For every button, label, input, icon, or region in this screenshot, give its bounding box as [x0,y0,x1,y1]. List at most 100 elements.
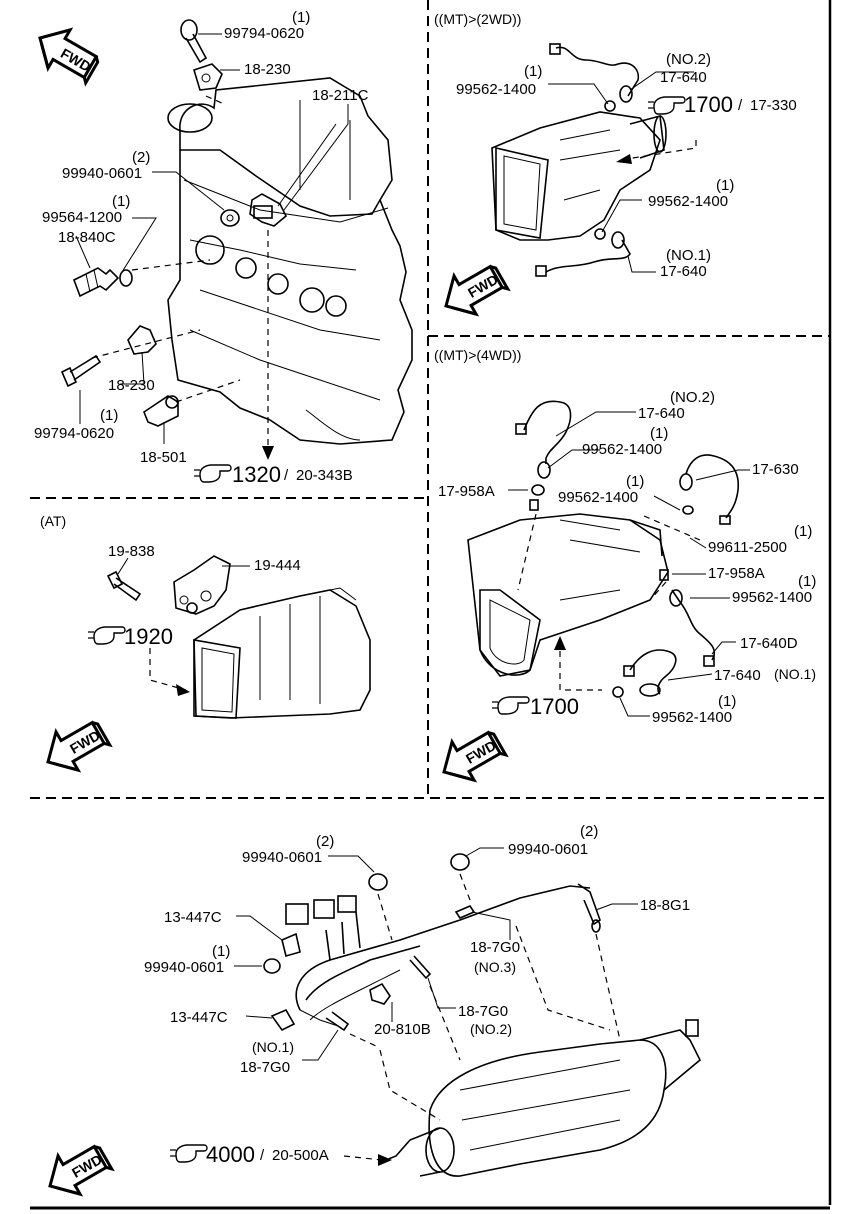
leader-line [328,855,375,873]
quantity-label: (1) [212,943,230,960]
leader-line [547,449,600,469]
reference-1700: 1700 [530,694,579,719]
crank-position-sensor-icon [127,325,157,355]
manual-transmission-2wd [491,111,667,241]
leader-line [120,351,145,385]
guide-line [595,933,621,1041]
leader-line [152,171,225,211]
oxygen-sensor-no2-icon [409,955,432,980]
guide-line [559,640,602,691]
leader-line [555,411,636,437]
part-number-18-7g0: 18-7G0 [240,1059,290,1076]
guide-arrow-icon [554,636,566,650]
part-number-99794-0620: 99794-0620 [224,25,304,42]
hand-reference-icon [193,464,232,483]
part-number-17-630: 17-630 [752,461,799,478]
part-number-99562-1400: 99562-1400 [456,81,536,98]
fwd-arrow-icon: FWD [27,17,107,90]
nut-icon [450,853,470,871]
part-number-20-810b: 20-810B [374,1021,431,1038]
inhibitor-switch-19-444-icon [173,555,231,615]
quantity-label: (2) [580,823,598,840]
part-number-18-7g0: 18-7G0 [458,1003,508,1020]
part-number-99940-0601: 99940-0601 [144,959,224,976]
part-number-17-640d: 17-640D [740,635,798,652]
oxygen-sensor-17-630-icon [679,454,739,525]
bolt-icon [106,570,142,602]
leader-line [627,255,656,273]
leader-line [695,469,750,481]
connector-13-447c-icon [270,1008,296,1032]
fwd-arrow-icon: FWD [431,720,511,793]
part-number-18-8g1: 18-8G1 [640,897,690,914]
guide-line [619,140,697,161]
oxygen-sensor-no1-icon [535,228,631,277]
leader-line [619,697,650,717]
hand-reference-icon [491,696,530,715]
guide-line [649,581,667,601]
hand-reference-icon [647,96,686,115]
quantity-label: (1) [718,693,736,710]
hand-reference-icon [87,626,126,645]
nut-icon [263,958,281,974]
leader-line [245,1015,273,1019]
leader-line [595,903,638,911]
leader-line [277,123,337,207]
guide-line [459,873,471,901]
part-number-99940-0601: 99940-0601 [508,841,588,858]
part-number-17-958a: 17-958A [438,483,495,500]
leader-line [548,83,609,105]
bolt-icon [180,19,208,64]
leader-line [117,557,129,575]
fwd-arrow-icon: FWD [37,1134,117,1207]
part-number-99562-1400: 99562-1400 [652,709,732,726]
leader-line [601,199,642,233]
part-number-17-640: 17-640 [660,263,707,280]
quantity-label: (1) [524,63,542,80]
manual-transmission-4wd [467,513,669,677]
guide-line [517,513,537,591]
guide-line [379,1049,441,1121]
oxygen-sensor-18-8g1-icon [577,883,601,933]
guide-line [343,1155,383,1161]
position-label: (NO.1) [774,666,816,682]
guide-line [149,648,187,691]
part-number-17-958a: 17-958A [708,565,765,582]
leader-line [653,495,681,511]
guide-line [429,985,461,1061]
position-label: (NO.2) [470,1021,512,1037]
quantity-label: (1) [112,193,130,210]
part-number-99794-0620: 99794-0620 [34,425,114,442]
guide-arrow-icon [378,1154,392,1166]
quantity-label: (1) [650,425,668,442]
part-number-99940-0601: 99940-0601 [62,165,142,182]
part-number-18-501: 18-501 [140,449,187,466]
part-number-17-640: 17-640 [660,69,707,86]
gasket-icon [531,484,545,496]
part-number-99562-1400: 99562-1400 [582,441,662,458]
part-number-19-838: 19-838 [108,543,155,560]
oxygen-sensor-no1-icon [325,1011,350,1032]
part-number-18-211c: 18-211C [312,87,369,104]
leader-line [121,217,157,273]
reference-20-343b: 20-343B [296,467,353,484]
quantity-label: (2) [132,149,150,166]
leader-line [629,71,694,91]
leader-line [711,641,736,655]
reference-20-500a: 20-500A [272,1147,329,1164]
part-number-13-447c: 13-447C [170,1009,228,1026]
guide-arrow-icon [176,684,190,696]
reference-slash: / [738,97,743,114]
quantity-label: (1) [798,573,816,590]
part-number-17-640: 17-640 [714,667,761,684]
crank-sensor-18-211c-icon [249,193,287,227]
quantity-label: (2) [316,833,334,850]
oxygen-sensor-no1-icon [612,649,677,698]
plug-17-958a-icon [529,499,539,511]
nut-icon [220,209,240,227]
leader-line [236,915,283,941]
gasket-icon [119,269,133,287]
fwd-arrow-icon: FWD [35,710,115,783]
reference-17-330: 17-330 [750,97,797,114]
